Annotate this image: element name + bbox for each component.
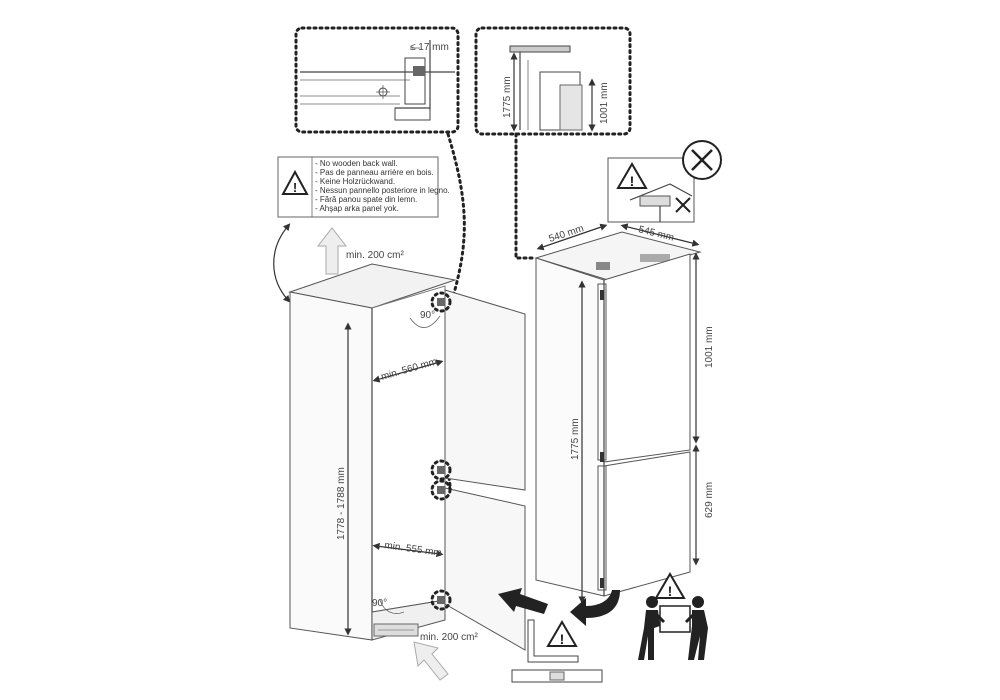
svg-text:!: ! <box>560 631 565 647</box>
vent-top-label: min. 200 cm² <box>346 250 404 261</box>
fridge: 540 mm 545 mm 1775 mm 1001 mm 629 mm <box>534 223 715 604</box>
vent-bottom-label: min. 200 cm² <box>420 632 478 643</box>
svg-text:!: ! <box>293 180 297 195</box>
prohibited-x-icon <box>682 140 722 180</box>
note-line: - Keine Holzrückwand. <box>315 177 395 186</box>
svg-text:!: ! <box>630 173 635 189</box>
rotate-arrow-icon <box>570 590 620 626</box>
hinge-marker <box>430 479 452 501</box>
fridge-width-label: 540 mm <box>548 223 586 245</box>
spirit-level-icon <box>511 619 603 683</box>
cabinet-door-lower <box>444 487 526 651</box>
warning-triangle-icon: ! <box>546 620 578 647</box>
vent-bottom-arrow <box>413 641 449 681</box>
note-line: - No wooden back wall. <box>315 159 398 168</box>
cabinet: min. 200 cm² 1778 - 1788 mm min. 560 mm … <box>288 227 526 681</box>
prohibited-warning-box: ! <box>607 157 695 223</box>
prohibited-x-icon <box>675 197 691 213</box>
svg-text:!: ! <box>668 583 673 599</box>
note-arrow <box>273 223 291 303</box>
note-line: - Ahşap arka panel yok. <box>315 204 399 213</box>
note-line: - Nessun pannello posteriore in legno. <box>315 186 450 195</box>
fridge-height-total-label: 1775 mm <box>570 418 581 460</box>
fridge-height-upper-label: 1001 mm <box>704 326 715 368</box>
note-line: - Fără panou spate din lemn. <box>315 195 417 204</box>
warning-note-box: ! - No wooden back wall. - Pas de pannea… <box>277 156 450 218</box>
angle-top-label: 90° <box>420 310 435 321</box>
cabinet-door-upper <box>444 289 526 491</box>
hinge-marker <box>430 589 452 611</box>
fridge-height-lower-label: 629 mm <box>704 482 715 518</box>
detail-box-right: 1775 mm 1001 mm <box>474 26 632 136</box>
detail-right-height-total: 1775 mm <box>502 76 513 118</box>
warning-triangle-icon: ! <box>281 169 309 195</box>
leader-right <box>514 132 538 260</box>
cabinet-height-label: 1778 - 1788 mm <box>336 467 347 540</box>
insert-arrow-icon <box>498 588 548 614</box>
vent-up-arrow <box>316 227 348 275</box>
detail-right-height-upper: 1001 mm <box>599 82 610 124</box>
note-line: - Pas de panneau arrière en bois. <box>315 168 434 177</box>
detail-left-label: ≤ 17 mm <box>410 42 449 53</box>
angle-bottom-label: 90° <box>372 598 387 609</box>
detail-box-left: ≤ 17 mm <box>294 26 460 134</box>
warning-triangle-icon: ! <box>616 162 648 189</box>
hinge-marker <box>430 291 452 313</box>
two-person-lift-icon: ! <box>638 572 708 660</box>
hinge-marker <box>430 459 452 481</box>
